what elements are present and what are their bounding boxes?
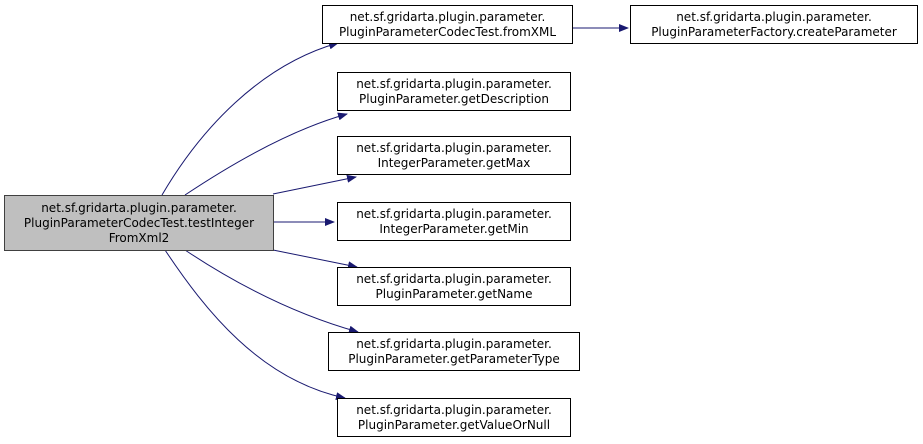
node-getParameterType[interactable]: net.sf.gridarta.plugin.parameter. Plugin… [328, 332, 580, 371]
node-getMin-line-1: net.sf.gridarta.plugin.parameter. [356, 206, 552, 221]
node-fromXML-line-2: PluginParameterCodecTest.fromXML [338, 24, 557, 39]
node-getParameterType-line-2: PluginParameter.getParameterType [348, 351, 560, 366]
edge-root-to-fromXML [161, 41, 339, 196]
edge-root-to-getParameterType [184, 249, 359, 334]
node-getMax-line-1: net.sf.gridarta.plugin.parameter. [356, 140, 552, 155]
edge-root-to-getMax [272, 174, 357, 195]
node-fromXML-line-1: net.sf.gridarta.plugin.parameter. [349, 9, 546, 24]
node-getMax-line-2: IntegerParameter.getMax [377, 155, 531, 170]
edge-root-to-getDescription [184, 112, 348, 196]
node-getName-line-1: net.sf.gridarta.plugin.parameter. [356, 271, 552, 286]
node-root-line-3: FromXml2 [108, 230, 170, 245]
node-root-line-1: net.sf.gridarta.plugin.parameter. [41, 200, 237, 215]
node-getValueOrNull-line-2: PluginParameter.getValueOrNull [357, 417, 551, 432]
edge-root-to-getName [272, 249, 358, 270]
node-getName-line-2: PluginParameter.getName [375, 286, 533, 301]
node-getMin-line-2: IntegerParameter.getMin [379, 221, 529, 236]
node-getValueOrNull-line-1: net.sf.gridarta.plugin.parameter. [356, 402, 552, 417]
node-getParameterType-line-1: net.sf.gridarta.plugin.parameter. [356, 336, 552, 351]
node-createParameter[interactable]: net.sf.gridarta.plugin.parameter. Plugin… [630, 5, 918, 44]
node-createParameter-line-1: net.sf.gridarta.plugin.parameter. [676, 9, 872, 24]
edge-root-to-getValueOrNull [164, 249, 346, 401]
node-root-line-2: PluginParameterCodecTest.testInteger [23, 215, 255, 230]
node-getDescription-line-1: net.sf.gridarta.plugin.parameter. [356, 76, 552, 91]
node-fromXML[interactable]: net.sf.gridarta.plugin.parameter. Plugin… [322, 5, 573, 44]
node-getMax[interactable]: net.sf.gridarta.plugin.parameter. Intege… [337, 136, 571, 175]
node-getDescription-line-2: PluginParameter.getDescription [359, 91, 549, 106]
node-getValueOrNull[interactable]: net.sf.gridarta.plugin.parameter. Plugin… [337, 398, 571, 437]
node-getDescription[interactable]: net.sf.gridarta.plugin.parameter. Plugin… [337, 72, 571, 111]
node-getMin[interactable]: net.sf.gridarta.plugin.parameter. Intege… [337, 202, 571, 241]
node-root[interactable]: net.sf.gridarta.plugin.parameter. Plugin… [4, 195, 274, 251]
node-getName[interactable]: net.sf.gridarta.plugin.parameter. Plugin… [337, 267, 571, 306]
node-createParameter-line-2: PluginParameterFactory.createParameter [651, 24, 897, 39]
